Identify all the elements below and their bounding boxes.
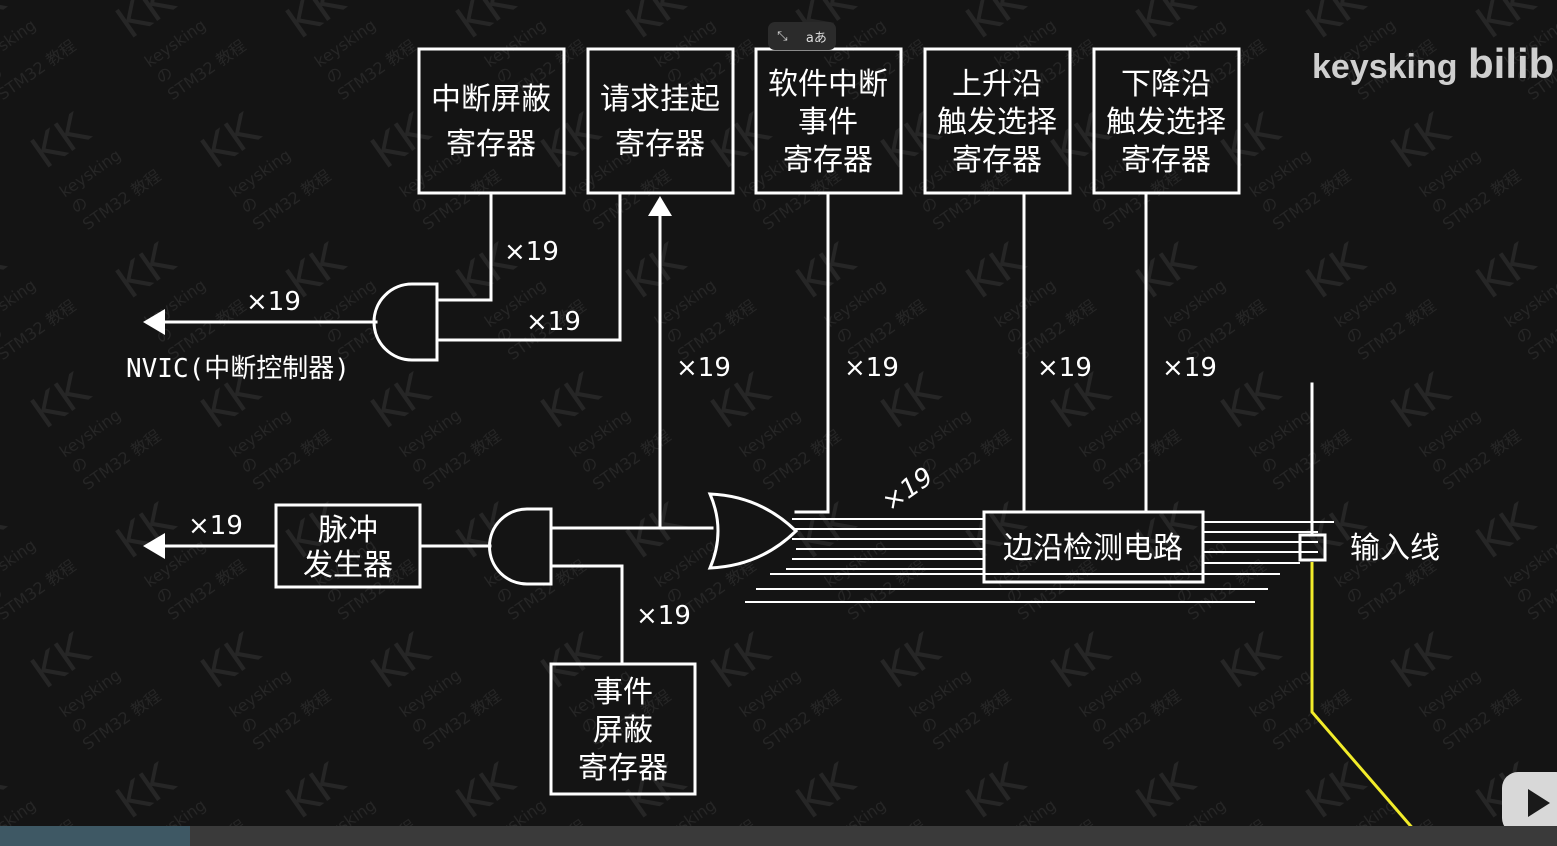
input-pin <box>1298 533 1327 562</box>
multiplier-event-mask: ×19 <box>636 601 691 631</box>
event-mask-line-1: 事件 <box>593 675 653 710</box>
falling-trigger-line-1: 下降沿 <box>1121 67 1211 102</box>
crop-rotate-icon[interactable]: ⤡ <box>777 28 788 44</box>
edge-detect-circuit: 边沿检测电路 <box>982 510 1205 584</box>
watermark-text: KK <box>1552 103 1557 179</box>
multiplier-interrupt-mask: ×19 <box>504 237 559 267</box>
pending-arrow-icon <box>648 196 672 216</box>
highlight-pointer-line <box>1310 562 1430 846</box>
pending-output-wire <box>435 191 622 342</box>
interrupt-mask-register: 中断屏蔽 寄存器 <box>417 47 566 195</box>
video-progress-played <box>0 826 190 846</box>
pulse-generator-line-2: 发生器 <box>303 548 393 583</box>
event-mask-line-2: 屏蔽 <box>593 713 653 748</box>
platform-logo: bilib <box>1468 40 1554 87</box>
edge-detect-label: 边沿检测电路 <box>1003 531 1183 566</box>
event-mask-wire <box>549 564 624 666</box>
multiplier-software-event: ×19 <box>844 353 899 383</box>
interrupt-and-gate <box>372 282 439 362</box>
event-arrow-icon <box>143 533 165 559</box>
watermark-text: の <box>0 583 6 608</box>
watermark-text: KK <box>1552 363 1557 439</box>
multiplier-falling-trigger: ×19 <box>1162 353 1217 383</box>
nvic-label: NVIC(中断控制器) <box>126 354 350 384</box>
software-event-line-2: 事件 <box>798 105 858 140</box>
rising-trigger-register: 上升沿 触发选择 寄存器 <box>923 47 1072 195</box>
interrupt-mask-line-2: 寄存器 <box>446 127 536 162</box>
rising-trigger-line-1: 上升沿 <box>952 67 1042 102</box>
event-and-gate <box>488 507 553 586</box>
software-event-line-1: 软件中断 <box>768 67 888 102</box>
software-event-line-3: 寄存器 <box>783 143 873 178</box>
watermark-text: KK <box>1552 623 1557 699</box>
multiplier-rising-trigger: ×19 <box>1037 353 1092 383</box>
pulse-generator-line-1: 脉冲 <box>318 513 378 548</box>
pulse-generator: 脉冲 发生器 <box>274 503 422 589</box>
pending-line-1: 请求挂起 <box>600 82 720 117</box>
falling-trigger-line-2: 触发选择 <box>1106 105 1226 140</box>
event-mask-register: 事件 屏蔽 寄存器 <box>549 662 697 796</box>
multiplier-pending-input: ×19 <box>676 353 731 383</box>
translate-icon[interactable]: aあ <box>805 30 827 46</box>
watermark-text: の <box>0 63 6 88</box>
video-play-icon[interactable] <box>1502 772 1557 834</box>
falling-trigger-register: 下降沿 触发选择 寄存器 <box>1092 47 1241 195</box>
multiplier-pending: ×19 <box>526 307 581 337</box>
pending-register: 请求挂起 寄存器 <box>586 47 735 195</box>
pending-line-2: 寄存器 <box>615 127 705 162</box>
software-event-wire <box>794 191 830 514</box>
falling-trigger-line-3: 寄存器 <box>1121 143 1211 178</box>
rising-trigger-line-2: 触发选择 <box>937 105 1057 140</box>
interrupt-mask-wire <box>435 191 493 302</box>
input-line-label: 输入线 <box>1350 531 1440 566</box>
rising-trigger-line-3: 寄存器 <box>952 143 1042 178</box>
multiplier-event-output: ×19 <box>188 511 243 541</box>
event-mask-line-3: 寄存器 <box>578 751 668 786</box>
translate-overlay[interactable]: ⤡ aあ <box>768 22 836 50</box>
interrupt-mask-line-1: 中断屏蔽 <box>431 82 551 117</box>
or-gate <box>707 492 799 570</box>
video-progress-bar[interactable] <box>0 826 1557 846</box>
nvic-arrow-icon <box>143 309 165 335</box>
multiplier-nvic: ×19 <box>246 287 301 317</box>
watermark-text: の <box>0 323 6 348</box>
brand-name: keysking <box>1312 48 1458 86</box>
